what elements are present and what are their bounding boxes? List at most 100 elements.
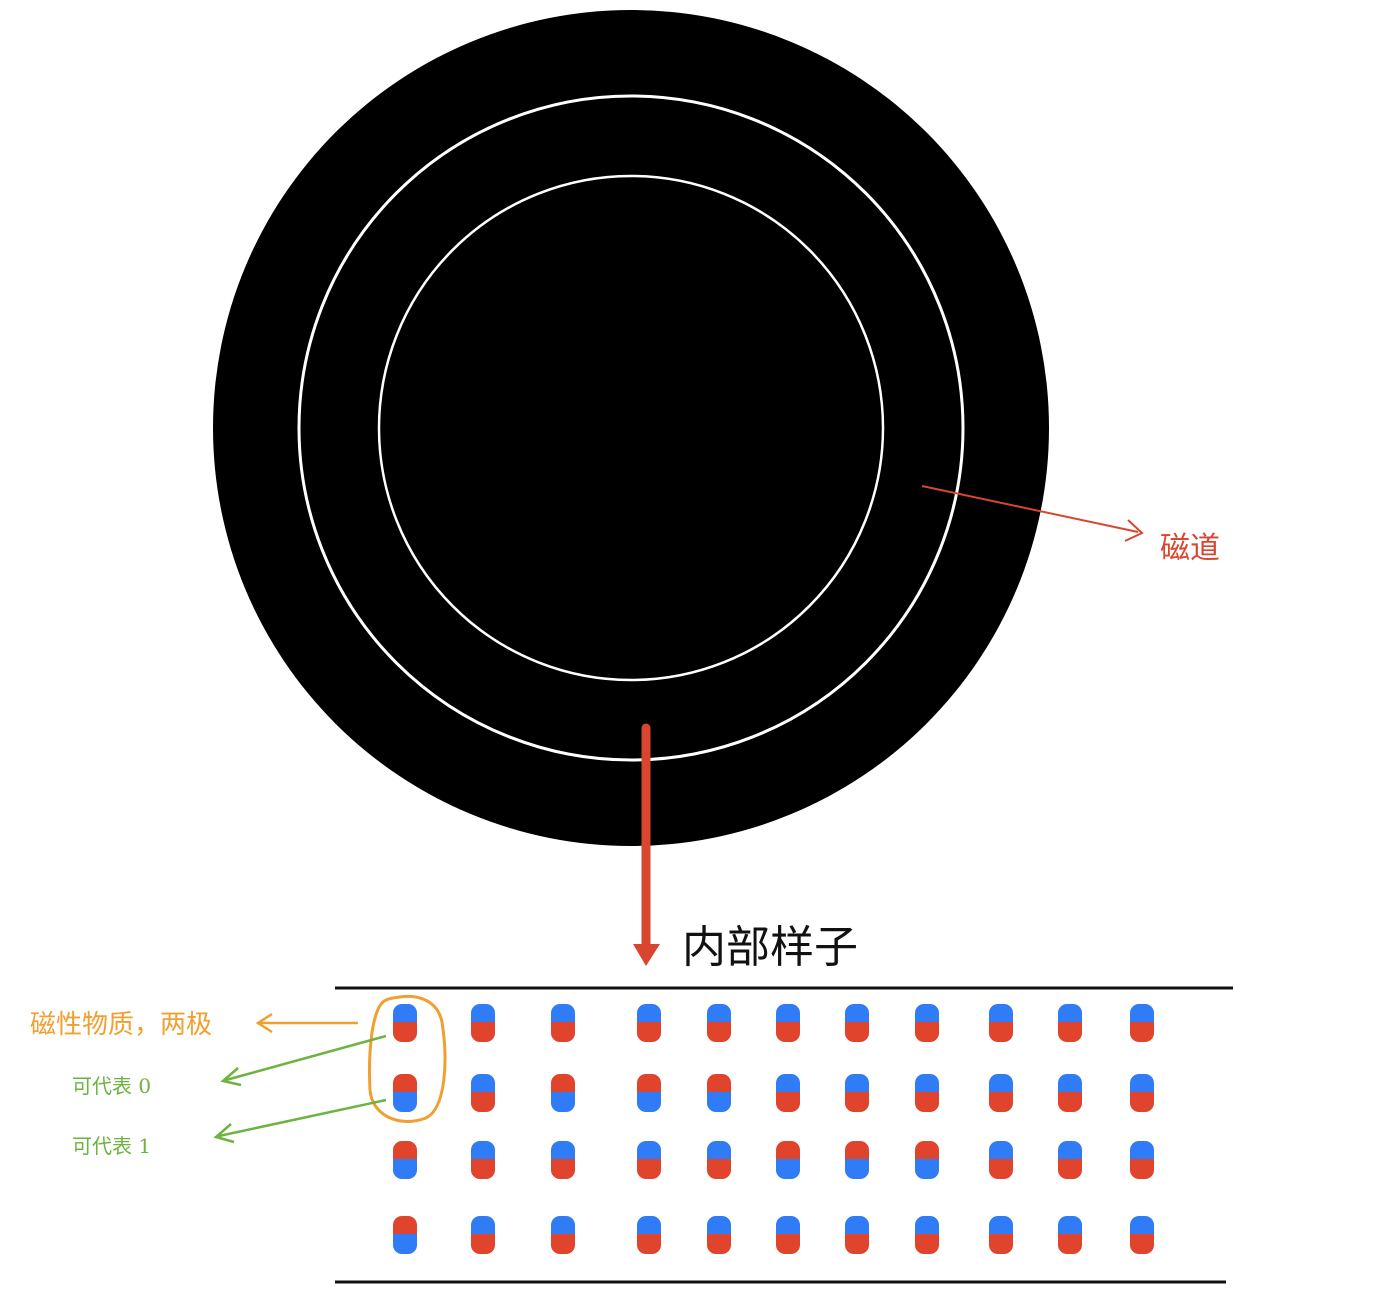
magnet-bottom-fill xyxy=(1058,1022,1082,1031)
magnet-bottom-fill xyxy=(1058,1234,1082,1243)
magnet-bottom-fill xyxy=(1130,1159,1154,1168)
magnet-red-top xyxy=(776,1141,800,1179)
magnet-bottom-fill xyxy=(1130,1022,1154,1031)
magnet-bottom-fill xyxy=(989,1159,1013,1168)
zero-pointer xyxy=(225,1034,387,1082)
magnet-blue-top xyxy=(637,1216,661,1254)
magnet-blue-top xyxy=(1058,1004,1082,1042)
magnet-bottom-fill xyxy=(915,1092,939,1101)
magnet-blue-top xyxy=(915,1004,939,1042)
magnet-blue-top xyxy=(989,1074,1013,1112)
track-ring-outer xyxy=(297,94,965,762)
magnet-bottom-fill xyxy=(637,1159,661,1168)
magnet-bottom-fill xyxy=(551,1092,575,1101)
magnet-blue-top xyxy=(551,1141,575,1179)
magnet-bottom-fill xyxy=(637,1092,661,1101)
magnet-blue-top xyxy=(1058,1141,1082,1179)
magnet-bottom-fill xyxy=(637,1022,661,1031)
magnet-blue-top xyxy=(845,1216,869,1254)
track-label: 磁道 xyxy=(1160,531,1220,566)
magnet-blue-top xyxy=(1058,1074,1082,1112)
magnet-red-top xyxy=(915,1141,939,1179)
zero-label: 可代表 0 xyxy=(72,1074,151,1098)
magnet-blue-top xyxy=(1130,1216,1154,1254)
track-pointer-arrowhead xyxy=(1124,519,1144,542)
magnet-bottom-fill xyxy=(471,1092,495,1101)
magnet-blue-top xyxy=(471,1141,495,1179)
magnet-blue-top xyxy=(845,1004,869,1042)
magnet-bottom-fill xyxy=(393,1092,417,1101)
magnet-red-top xyxy=(551,1074,575,1112)
magnet-bottom-fill xyxy=(637,1234,661,1243)
magnet-bottom-fill xyxy=(776,1092,800,1101)
magnet-blue-top xyxy=(915,1216,939,1254)
magnet-blue-top xyxy=(471,1074,495,1112)
magnet-blue-top xyxy=(551,1004,575,1042)
interior-label: 内部样子 xyxy=(682,922,858,973)
magnet-blue-top xyxy=(471,1004,495,1042)
one-label: 可代表 1 xyxy=(72,1134,151,1158)
magnet-bottom-fill xyxy=(989,1234,1013,1243)
magnet-bottom-fill xyxy=(1058,1159,1082,1168)
magnet-grid xyxy=(393,1004,1154,1254)
magnet-bottom-fill xyxy=(393,1159,417,1168)
track-pointer-arrow xyxy=(921,485,1139,533)
magnet-blue-top xyxy=(1130,1004,1154,1042)
zero-arrowhead xyxy=(220,1067,242,1087)
magnet-blue-top xyxy=(637,1004,661,1042)
magnet-bottom-fill xyxy=(471,1234,495,1243)
magnet-bottom-fill xyxy=(551,1159,575,1168)
magnet-blue-top xyxy=(707,1141,731,1179)
magnetic-material-arrowhead xyxy=(255,1012,273,1034)
magnet-bottom-fill xyxy=(707,1234,731,1243)
highlight-loop xyxy=(368,994,447,1123)
magnet-blue-top xyxy=(776,1074,800,1112)
magnet-blue-top xyxy=(776,1004,800,1042)
magnet-bottom-fill xyxy=(551,1234,575,1243)
magnet-blue-top xyxy=(471,1216,495,1254)
magnet-blue-top xyxy=(776,1216,800,1254)
magnet-bottom-fill xyxy=(989,1022,1013,1031)
magnet-bottom-fill xyxy=(471,1159,495,1168)
magnet-red-top xyxy=(845,1141,869,1179)
magnet-blue-top xyxy=(1130,1141,1154,1179)
magnet-bottom-fill xyxy=(393,1022,417,1031)
magnet-blue-top xyxy=(1058,1216,1082,1254)
magnet-bottom-fill xyxy=(776,1159,800,1168)
one-arrowhead xyxy=(213,1123,235,1144)
magnet-bottom-fill xyxy=(471,1022,495,1031)
magnet-bottom-fill xyxy=(845,1092,869,1101)
disk-platter xyxy=(213,10,1049,846)
magnet-red-top xyxy=(393,1074,417,1112)
magnet-bottom-fill xyxy=(707,1159,731,1168)
magnet-bottom-fill xyxy=(1130,1234,1154,1243)
magnet-bottom-fill xyxy=(776,1022,800,1031)
magnet-bottom-fill xyxy=(845,1022,869,1031)
magnet-bottom-fill xyxy=(393,1234,417,1243)
magnet-blue-top xyxy=(845,1074,869,1112)
magnet-red-top xyxy=(707,1074,731,1112)
magnet-blue-top xyxy=(707,1004,731,1042)
magnet-bottom-fill xyxy=(915,1159,939,1168)
magnet-bottom-fill xyxy=(551,1022,575,1031)
track-ring-inner xyxy=(377,174,885,682)
magnet-blue-top xyxy=(989,1004,1013,1042)
magnet-red-top xyxy=(393,1216,417,1254)
magnet-blue-top xyxy=(707,1216,731,1254)
magnet-red-top xyxy=(393,1141,417,1179)
magnet-bottom-fill xyxy=(915,1234,939,1243)
magnet-bottom-fill xyxy=(1130,1092,1154,1101)
magnet-bottom-fill xyxy=(845,1159,869,1168)
magnet-blue-top xyxy=(393,1004,417,1042)
magnet-red-top xyxy=(637,1074,661,1112)
magnet-bottom-fill xyxy=(707,1022,731,1031)
magnet-blue-top xyxy=(915,1074,939,1112)
zoom-arrow-head xyxy=(633,944,660,966)
magnet-bottom-fill xyxy=(707,1092,731,1101)
magnet-bottom-fill xyxy=(989,1092,1013,1101)
magnet-blue-top xyxy=(1130,1074,1154,1112)
magnet-blue-top xyxy=(637,1141,661,1179)
magnet-bottom-fill xyxy=(845,1234,869,1243)
magnet-blue-top xyxy=(989,1216,1013,1254)
